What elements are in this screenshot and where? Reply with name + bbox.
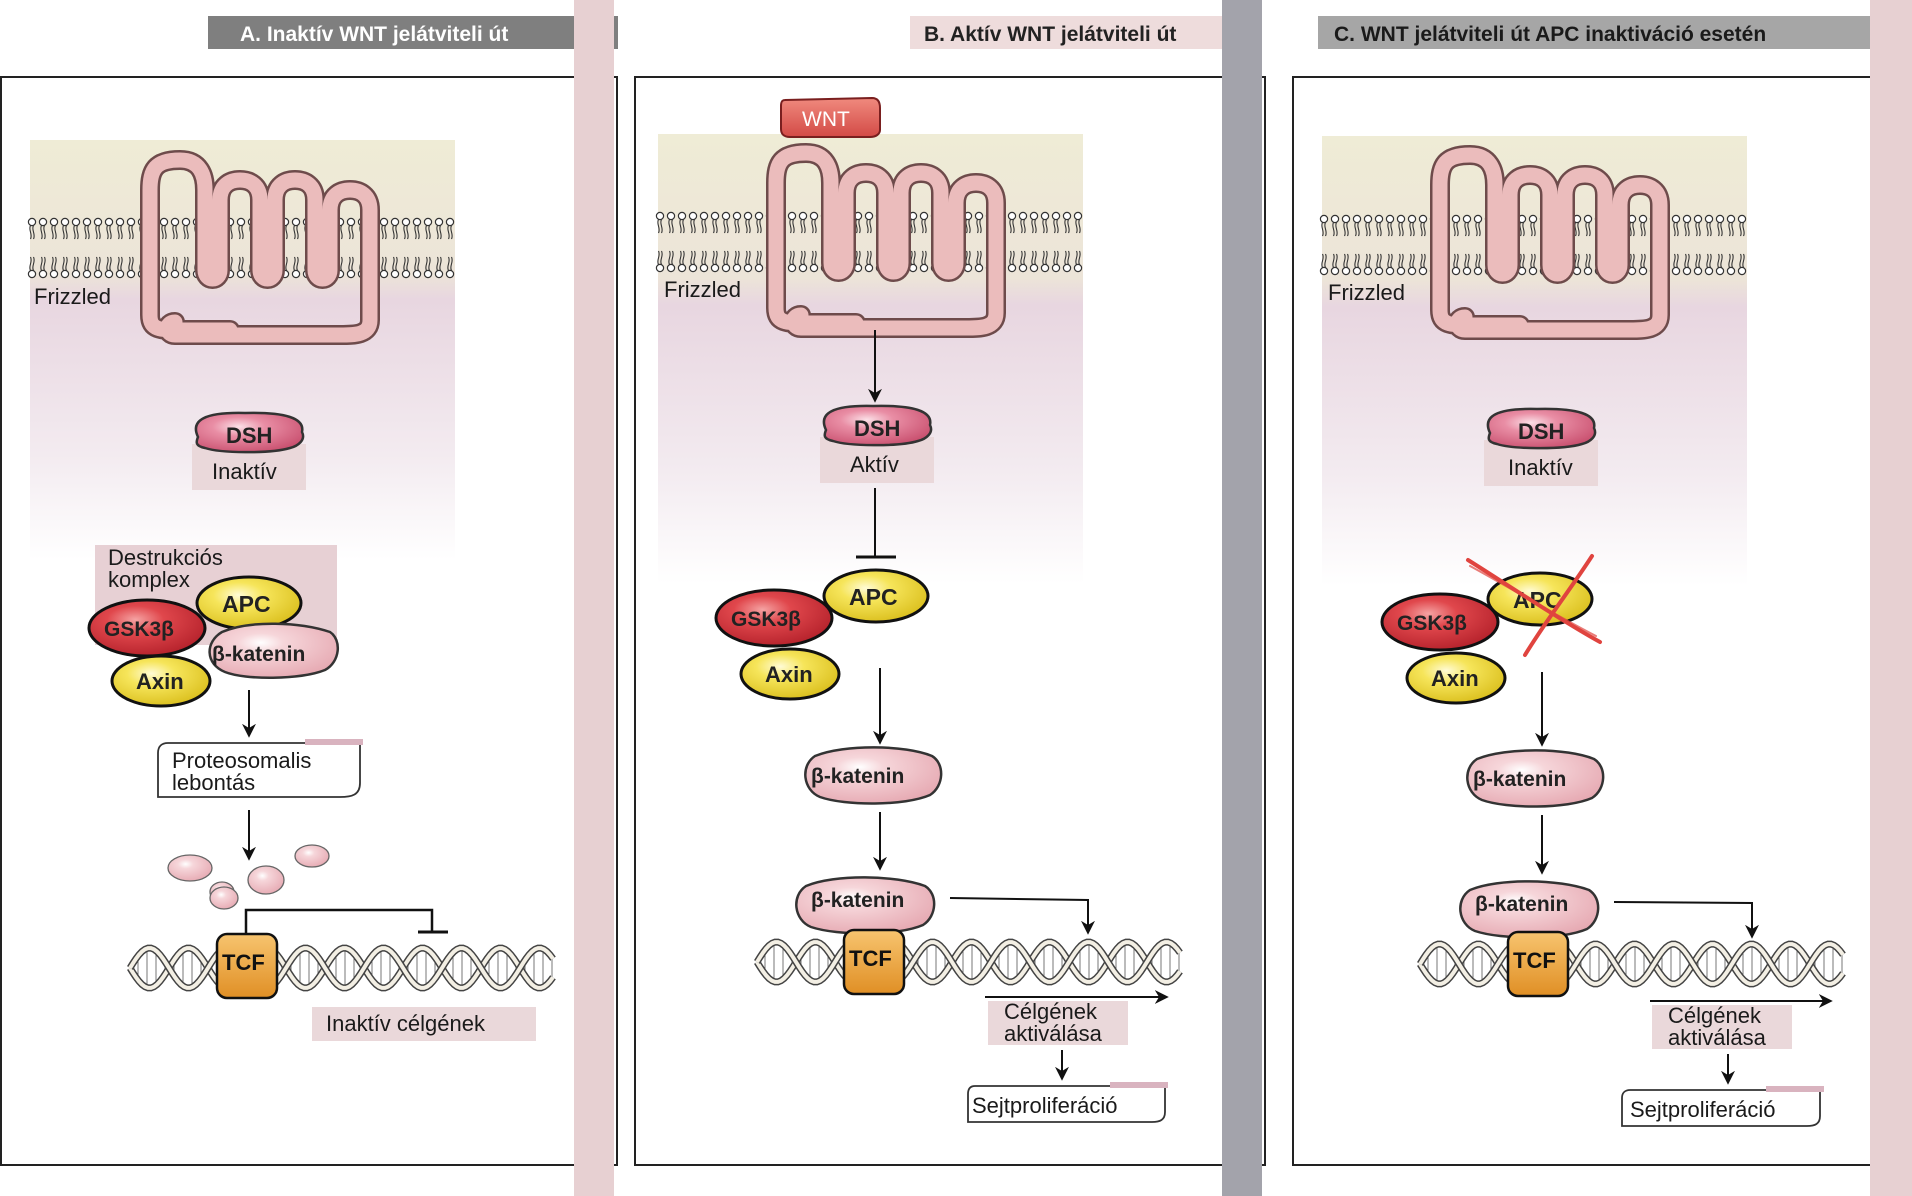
panel-c-dsh-protein — [1486, 407, 1597, 450]
panel-a-frizzled-receptor — [140, 150, 380, 345]
panel-a-complex-label-1: Destrukciós — [108, 545, 223, 570]
panel-b: B. Aktív WNT jelátviteli út WNT Frizzled… — [634, 0, 1266, 1196]
panel-b-frizzled-receptor — [766, 143, 1006, 338]
panel-a-tcf-label: TCF — [222, 950, 265, 975]
panel-b-dsh-label: DSH — [854, 416, 900, 441]
panel-c-dsh-state: Inaktív — [1508, 455, 1573, 480]
panel-b-result-tab — [1110, 1082, 1168, 1088]
panel-b-dsh-state: Aktív — [850, 452, 899, 477]
panel-c: C. WNT jelátviteli út APC inaktiváció es… — [1292, 0, 1912, 1196]
panel-a-title: A. Inaktív WNT jelátviteli út — [240, 23, 508, 46]
panel-c-tcf — [1506, 930, 1570, 998]
panel-a-title-bar — [208, 16, 618, 49]
panel-c-axin-label: Axin — [1431, 666, 1479, 691]
panel-a-dsh-protein — [194, 411, 305, 454]
panel-a-proteo-label-2: lebontás — [172, 770, 255, 795]
panel-c-activation-arrow — [1613, 901, 1759, 939]
panel-a-dna — [127, 944, 556, 992]
panel-a-proteo-box — [157, 742, 361, 798]
panel-b-frizzled-label: Frizzled — [664, 277, 741, 302]
panel-c-tcf-label: TCF — [1513, 948, 1556, 973]
panel-b-bcatenin-free-label: β-katenin — [811, 765, 904, 788]
panel-b-activation-label-2: aktiválása — [1004, 1021, 1103, 1046]
panel-b-apc-label: APC — [849, 584, 898, 610]
panel-b-activation-box — [988, 1001, 1128, 1045]
panel-c-frizzled-receptor — [1430, 145, 1670, 340]
panel-b-wnt-label: WNT — [802, 108, 850, 131]
panel-a-frizzled-label: Frizzled — [34, 284, 111, 309]
panel-a: A. Inaktív WNT jelátviteli út Frizzled D… — [0, 0, 618, 1196]
panel-a-bcatenin-label: β-katenin — [212, 643, 305, 666]
panel-b-title-bar — [910, 16, 1262, 49]
panel-a-tcf — [215, 932, 279, 1000]
panel-b-result-box — [967, 1085, 1166, 1123]
panel-c-dsh-label: DSH — [1518, 419, 1564, 444]
panel-b-activation-label-1: Célgének — [1004, 999, 1098, 1024]
panel-c-activation-box — [1652, 1005, 1792, 1049]
panel-b-wnt-ligand — [780, 96, 881, 138]
panel-b-title: B. Aktív WNT jelátviteli út — [924, 23, 1176, 46]
panel-c-bcatenin-free-label: β-katenin — [1473, 768, 1566, 791]
panel-a-bcatenin — [208, 622, 339, 680]
panel-a-degraded-fragments — [167, 844, 330, 910]
panel-b-gsk3b-label: GSK3β — [731, 608, 801, 631]
panel-c-activation-label-1: Célgének — [1668, 1003, 1762, 1028]
panel-b-tcf-label: TCF — [849, 946, 892, 971]
panel-c-gsk3b — [1380, 592, 1500, 652]
panel-c-bcatenin-nuclear — [1459, 880, 1600, 939]
panel-c-title: C. WNT jelátviteli út APC inaktiváció es… — [1334, 23, 1766, 46]
panel-c-cytoplasm — [1322, 136, 1747, 586]
panel-c-activation-label-2: aktiválása — [1668, 1025, 1767, 1050]
panel-b-cytoplasm — [658, 134, 1083, 584]
panel-b-side-stripe — [1222, 0, 1262, 1196]
panel-c-side-stripe — [1870, 0, 1912, 1196]
panel-c-apc — [1486, 571, 1594, 627]
panel-c-result-label: Sejtproliferáció — [1630, 1097, 1776, 1122]
panel-b-activation-arrow — [949, 897, 1095, 935]
panel-c-apc-inactivation-cross — [1466, 554, 1602, 657]
panel-b-tcf — [842, 928, 906, 996]
panel-a-side-stripe — [574, 0, 614, 1196]
panel-a-proteo-tab — [305, 739, 363, 745]
panel-a-cytoplasm — [30, 140, 455, 560]
panel-c-dna — [1417, 940, 1846, 988]
panel-a-complex-label-2: komplex — [108, 567, 190, 592]
panel-a-axin-label: Axin — [136, 669, 184, 694]
panel-a-proteo-label-1: Proteosomalis — [172, 748, 311, 773]
panel-c-title-bar — [1318, 16, 1912, 49]
panel-c-frizzled-label: Frizzled — [1328, 280, 1405, 305]
panel-c-result-box — [1621, 1089, 1821, 1127]
panel-b-bcatenin-nuclear — [795, 876, 936, 935]
panel-c-axin — [1405, 651, 1507, 705]
panel-a-apc-label: APC — [222, 591, 271, 617]
panel-b-dsh-protein — [822, 404, 933, 447]
panel-b-bcatenin-nuclear-label: β-katenin — [811, 889, 904, 912]
panel-b-axin — [739, 647, 841, 701]
panel-b-bcatenin-free — [804, 746, 943, 805]
panel-a-repression-line — [244, 908, 434, 938]
panel-b-result-label: Sejtproliferáció — [972, 1093, 1118, 1118]
panel-a-axin — [110, 654, 212, 708]
panel-c-bcatenin-free — [1466, 749, 1605, 808]
panel-a-target-label: Inaktív célgének — [326, 1011, 486, 1036]
panel-c-result-tab — [1766, 1086, 1824, 1092]
panel-b-axin-label: Axin — [765, 662, 813, 687]
panel-a-dsh-label: DSH — [226, 423, 272, 448]
panel-b-gsk3b — [714, 588, 834, 648]
panel-a-target-box — [312, 1007, 536, 1041]
panel-b-apc — [822, 568, 930, 624]
panel-b-dna — [754, 938, 1183, 986]
panel-a-gsk3b-label: GSK3β — [104, 618, 174, 641]
panel-c-bcatenin-nuclear-label: β-katenin — [1475, 893, 1568, 916]
panel-c-gsk3b-label: GSK3β — [1397, 612, 1467, 635]
panel-a-dsh-state: Inaktív — [212, 459, 277, 484]
